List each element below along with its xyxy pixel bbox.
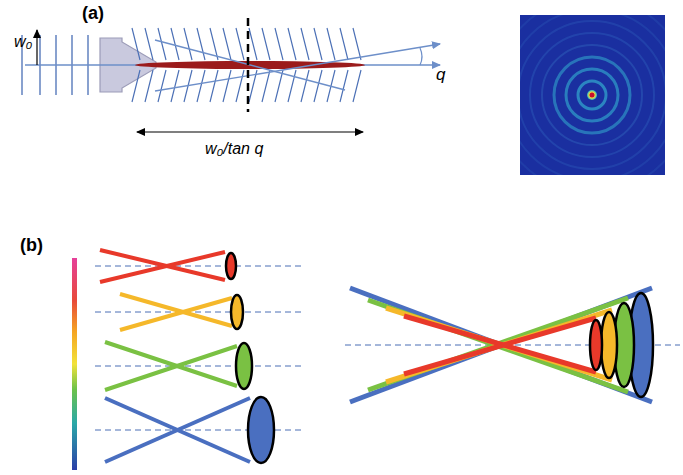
wavefront: [223, 70, 231, 102]
bessel-ring: [578, 81, 606, 109]
wavefront: [171, 70, 179, 102]
wavefront: [223, 28, 231, 60]
bessel-ring: [542, 45, 642, 145]
wavefront: [197, 28, 205, 60]
wavefront: [210, 70, 218, 102]
wavefront: [327, 28, 335, 60]
bessel-ring: [520, 15, 665, 175]
waist-label: w₀: [14, 34, 32, 50]
length-label: w₀/tan q: [205, 141, 263, 157]
wavefront: [158, 70, 166, 102]
wavefront: [132, 70, 140, 102]
wavefront: [184, 28, 192, 60]
wavefront: [353, 70, 361, 102]
wavefront: [288, 28, 296, 60]
wavefront: [145, 28, 153, 60]
wavefront: [275, 28, 283, 60]
panel-label: (b): [20, 236, 43, 254]
wavefront: [275, 70, 283, 102]
wavefront: [158, 28, 166, 60]
wavefront: [249, 28, 257, 60]
wavefront: [145, 70, 153, 102]
wavefront: [301, 70, 309, 102]
bessel-ring: [520, 15, 665, 175]
bessel-ring: [566, 69, 618, 121]
bessel-ring: [530, 33, 654, 157]
bessel-ring: [520, 15, 665, 175]
bessel-ring: [520, 15, 665, 175]
wavefront: [236, 70, 244, 102]
wavefront: [340, 70, 348, 102]
panel-label: (a): [82, 4, 104, 22]
wavefront: [197, 70, 205, 102]
angle-label: q: [436, 66, 445, 83]
wavefront: [353, 28, 361, 60]
bessel-ring: [554, 57, 630, 133]
wavefront: [340, 28, 348, 60]
wavefront: [262, 70, 270, 102]
wavefront: [132, 28, 140, 60]
wavefront: [301, 28, 309, 60]
bessel-ring: [520, 21, 665, 169]
wavefront: [236, 28, 244, 60]
wavefront: [262, 28, 270, 60]
wavefront: [314, 70, 322, 102]
wavefront: [314, 28, 322, 60]
